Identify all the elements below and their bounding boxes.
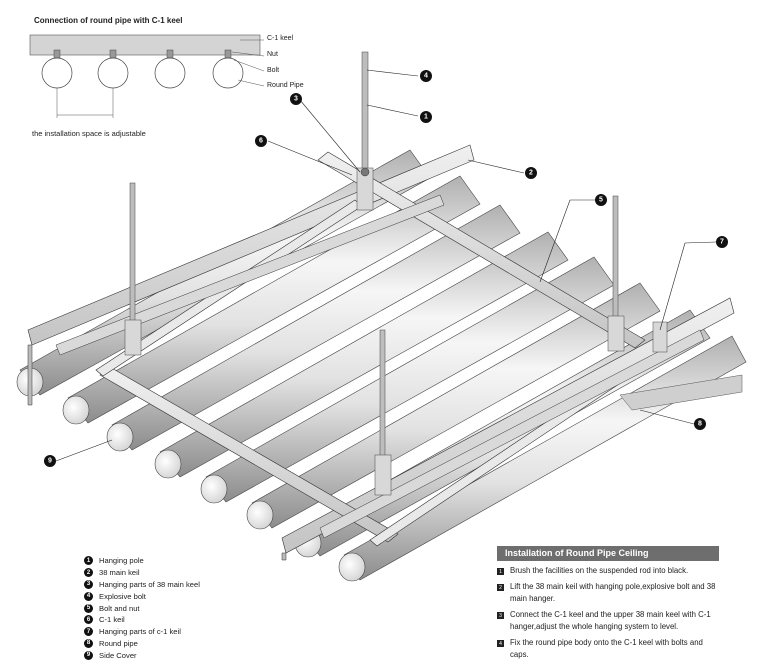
callout-4: 4 bbox=[420, 70, 432, 82]
label-c1-keel: C-1 keel bbox=[267, 35, 294, 42]
hanging-pole-2 bbox=[356, 51, 374, 211]
callout-8: 8 bbox=[694, 418, 706, 430]
step-num: 1 bbox=[497, 568, 504, 575]
legend-label: Bolt and nut bbox=[99, 603, 140, 613]
legend-item: 2 38 main keil bbox=[84, 567, 304, 579]
svg-text:3: 3 bbox=[294, 96, 298, 103]
legend-num: 7 bbox=[84, 627, 93, 637]
legend-item: 4 Explosive bolt bbox=[84, 590, 304, 602]
c1-hanger bbox=[652, 321, 668, 353]
label-round-pipe: Round Pipe bbox=[267, 82, 304, 89]
detail-pipe-3 bbox=[154, 49, 186, 89]
adjustable-note: the installation space is adjustable bbox=[32, 129, 146, 138]
legend-label: C-1 keil bbox=[99, 615, 125, 625]
legend-num: 3 bbox=[84, 579, 93, 589]
hanging-pole-3 bbox=[607, 195, 625, 352]
detail-title: Connection of round pipe with C-1 keel bbox=[34, 16, 183, 25]
legend-label: Side Cover bbox=[99, 650, 137, 660]
step-text: Lift the 38 main keil with hanging pole,… bbox=[510, 582, 716, 603]
main-keel-back bbox=[317, 151, 646, 349]
step-num: 3 bbox=[497, 612, 504, 619]
step-text: Brush the facilities on the suspended ro… bbox=[510, 566, 689, 575]
legend-num: 6 bbox=[84, 615, 93, 625]
legend-num: 9 bbox=[84, 650, 93, 660]
round-pipe-2 bbox=[62, 175, 481, 425]
legend-label: Hanging parts of c-1 keil bbox=[99, 627, 181, 637]
legend-num: 8 bbox=[84, 638, 93, 648]
legend-label: 38 main keil bbox=[99, 568, 140, 578]
installation-step: 2 Lift the 38 main keil with hanging pol… bbox=[497, 581, 719, 605]
detail-pipe-4 bbox=[212, 49, 244, 89]
hanging-pole-4 bbox=[374, 329, 392, 496]
legend-item: 8 Round pipe bbox=[84, 638, 304, 650]
hanging-poles bbox=[124, 51, 668, 496]
legend: 1 Hanging pole 2 38 main keil 3 Hanging … bbox=[84, 555, 304, 661]
svg-text:7: 7 bbox=[720, 239, 724, 246]
main-keels bbox=[55, 151, 705, 547]
step-num: 4 bbox=[497, 640, 504, 647]
svg-text:8: 8 bbox=[698, 421, 702, 428]
legend-label: Explosive bolt bbox=[99, 591, 146, 601]
callout-1: 1 bbox=[420, 111, 432, 123]
callout-2: 2 bbox=[525, 167, 537, 179]
leader-lines bbox=[55, 69, 717, 462]
legend-num: 2 bbox=[84, 568, 93, 578]
round-pipe-4 bbox=[154, 231, 569, 479]
step-text: Connect the C-1 keel and the upper 38 ma… bbox=[510, 610, 711, 631]
installation-step: 3 Connect the C-1 keel and the upper 38 … bbox=[497, 609, 719, 633]
legend-num: 1 bbox=[84, 556, 93, 566]
svg-text:6: 6 bbox=[259, 138, 263, 145]
detail-pipe-2 bbox=[97, 49, 129, 89]
callout-6: 6 bbox=[255, 135, 267, 147]
svg-text:5: 5 bbox=[599, 197, 603, 204]
detail-c1-keel-bar bbox=[29, 34, 261, 56]
installation-step: 1 Brush the facilities on the suspended … bbox=[497, 565, 719, 577]
legend-num: 4 bbox=[84, 591, 93, 601]
installation-panel: Installation of Round Pipe Ceiling 1 Bru… bbox=[497, 546, 719, 661]
legend-label: Round pipe bbox=[99, 638, 138, 648]
round-pipe-3 bbox=[106, 204, 521, 452]
callout-9: 9 bbox=[44, 455, 56, 467]
svg-text:1: 1 bbox=[424, 114, 428, 121]
svg-text:4: 4 bbox=[424, 73, 428, 80]
legend-num: 5 bbox=[84, 603, 93, 613]
round-pipe-6 bbox=[246, 282, 661, 530]
legend-item: 1 Hanging pole bbox=[84, 555, 304, 567]
detail-drawing bbox=[29, 34, 265, 118]
callout-5: 5 bbox=[595, 194, 607, 206]
legend-item: 6 C-1 keil bbox=[84, 614, 304, 626]
side-cover-panel bbox=[619, 374, 743, 411]
hanging-pole-1 bbox=[124, 182, 142, 356]
callout-7: 7 bbox=[716, 236, 728, 248]
svg-text:9: 9 bbox=[48, 458, 52, 465]
label-bolt: Bolt bbox=[267, 67, 280, 74]
legend-item: 9 Side Cover bbox=[84, 649, 304, 661]
step-text: Fix the round pipe body onto the C-1 kee… bbox=[510, 638, 703, 659]
legend-item: 7 Hanging parts of c-1 keil bbox=[84, 626, 304, 638]
legend-label: Hanging pole bbox=[99, 556, 144, 566]
step-num: 2 bbox=[497, 584, 504, 591]
legend-item: 5 Bolt and nut bbox=[84, 602, 304, 614]
installation-header: Installation of Round Pipe Ceiling bbox=[497, 546, 719, 561]
main-assembly: 1 2 3 4 5 6 7 bbox=[16, 51, 747, 582]
installation-step: 4 Fix the round pipe body onto the C-1 k… bbox=[497, 637, 719, 661]
callout-3: 3 bbox=[290, 93, 302, 105]
detail-pipe-1 bbox=[41, 49, 73, 89]
legend-label: Hanging parts of 38 main keel bbox=[99, 579, 200, 589]
legend-item: 3 Hanging parts of 38 main keel bbox=[84, 579, 304, 591]
svg-text:2: 2 bbox=[529, 170, 533, 177]
label-nut: Nut bbox=[267, 51, 278, 58]
